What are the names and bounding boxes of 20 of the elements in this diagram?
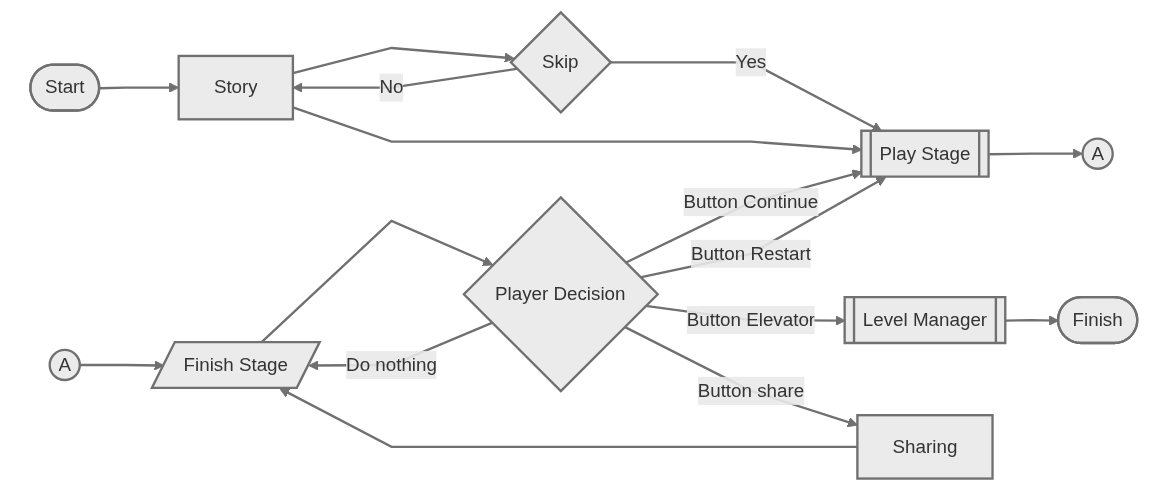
arrow: [988, 148, 1083, 159]
arrow: [99, 82, 179, 93]
edge-label: Button Continue: [683, 191, 818, 212]
node-box: Story: [177, 54, 294, 121]
arrow: [292, 46, 515, 75]
arrow: [279, 388, 858, 449]
arrow: [623, 325, 858, 428]
edge-label: Button Restart: [690, 243, 811, 264]
node-diamond: Player Decision: [461, 195, 660, 393]
node-circle: A: [1081, 137, 1114, 170]
edge-label: Button share: [697, 380, 804, 401]
edge-label: No: [379, 77, 404, 98]
node-circle: A: [48, 348, 81, 382]
arrow: [292, 67, 517, 93]
arrow: [624, 169, 863, 264]
edge-label: Button Elevator: [686, 309, 815, 330]
node-diamond: Skip: [508, 10, 613, 114]
edge-label: Do nothing: [345, 354, 437, 375]
node-box: Sharing: [855, 414, 994, 480]
edge-label: Yes: [735, 51, 766, 72]
